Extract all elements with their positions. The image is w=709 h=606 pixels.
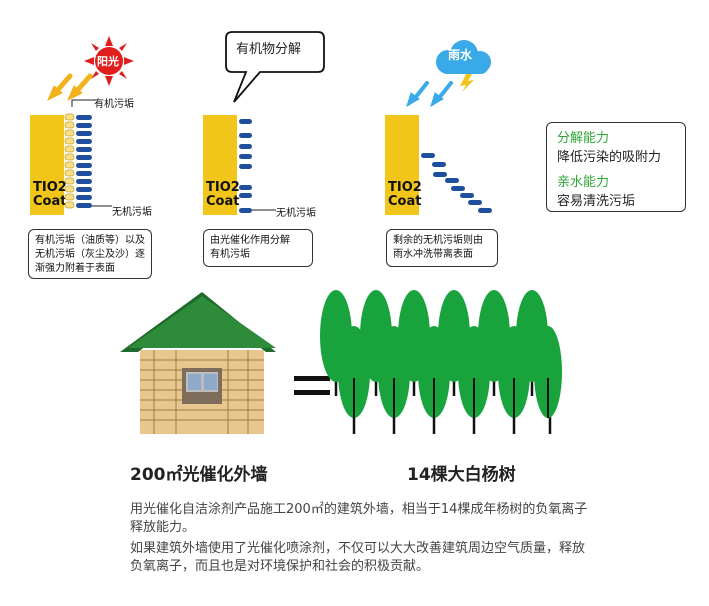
house-illustration — [120, 292, 276, 434]
panel-3-caption: 剩余的无机污垢则由 雨水冲洗带离表面 — [386, 229, 498, 267]
tio2-coat-layer — [203, 115, 237, 215]
panel-2-caption: 由光催化作用分解 有机污垢 — [203, 229, 313, 267]
hydrophilic-text: 容易清洗污垢 — [557, 194, 636, 209]
bubble-text: 有机物分解 — [236, 42, 302, 57]
sun-label: 阳光 — [97, 55, 119, 68]
coat-label: TIO2 Coat — [388, 180, 422, 209]
rain-cloud-icon — [436, 40, 491, 92]
inorganic-dirt — [433, 172, 447, 177]
rain-arrows-icon — [406, 81, 453, 108]
panel-1-caption: 有机污垢（油质等）以及 无机污垢（灰尘及沙）逐 渐强力附着于表面 — [28, 229, 152, 279]
description-paragraph-1: 用光催化自洁涂剂产品施工200㎡的建筑外墙，相当于14棵成年杨树的负氧离子释放能… — [130, 502, 588, 535]
inorganic-dirt — [76, 171, 92, 176]
inorganic-dirt — [76, 147, 92, 152]
info-box: 分解能力 降低污染的吸附力 亲水能力 容易清洗污垢 — [546, 122, 686, 212]
organic-dirt-label: 有机污垢 — [94, 99, 134, 110]
speech-bubble — [225, 31, 325, 103]
inorganic-dirt — [478, 208, 492, 213]
inorganic-dirt — [460, 193, 474, 198]
inorganic-dirt — [239, 133, 252, 138]
tio2-coat-layer — [385, 115, 419, 215]
sunlight-arrows-icon — [47, 73, 93, 102]
inorganic-dirt — [451, 186, 465, 191]
decompose-text: 降低污染的吸附力 — [557, 150, 662, 165]
equals-sign-bar — [294, 376, 330, 381]
inorganic-dirt — [239, 208, 252, 213]
inorganic-dirt — [421, 153, 435, 158]
equals-sign-bar — [294, 390, 330, 395]
organic-dirt-layer — [64, 113, 75, 209]
inorganic-dirt — [76, 155, 92, 160]
tio2-coat-layer — [30, 115, 64, 215]
inorganic-dirt — [239, 119, 252, 124]
inorganic-dirt — [76, 123, 92, 128]
inorganic-dirt-label: 无机污垢 — [276, 208, 316, 219]
inorganic-dirt — [76, 187, 92, 192]
sun-icon — [84, 36, 134, 86]
inorganic-dirt — [432, 162, 446, 167]
inorganic-dirt — [239, 164, 252, 169]
house-label: 200㎡光催化外墙 — [130, 465, 268, 485]
hydrophilic-title: 亲水能力 — [557, 175, 610, 190]
inorganic-dirt — [468, 200, 482, 205]
coat-label: TIO2 Coat — [206, 180, 240, 209]
trees-label: 14棵大白杨树 — [407, 465, 516, 485]
inorganic-dirt — [76, 139, 92, 144]
decompose-title: 分解能力 — [557, 131, 610, 146]
inorganic-dirt — [239, 185, 252, 190]
leader-line — [92, 205, 112, 207]
description-paragraph-2: 如果建筑外墙使用了光催化喷涂剂，不仅可以大大改善建筑周边空气质量，释放负氧离子，… — [130, 541, 586, 574]
inorganic-dirt — [445, 178, 459, 183]
inorganic-dirt — [76, 203, 92, 208]
coat-label: TIO2 Coat — [33, 180, 67, 209]
leader-line — [71, 99, 96, 107]
inorganic-dirt — [76, 163, 92, 168]
inorganic-dirt — [76, 131, 92, 136]
inorganic-dirt — [76, 195, 92, 200]
inorganic-dirt — [239, 154, 252, 159]
inorganic-dirt — [239, 193, 252, 198]
leader-line — [252, 209, 276, 211]
cloud-label: 雨水 — [448, 48, 473, 62]
inorganic-dirt — [239, 144, 252, 149]
inorganic-dirt-label: 无机污垢 — [112, 207, 152, 218]
inorganic-dirt — [76, 179, 92, 184]
inorganic-dirt — [76, 115, 92, 120]
poplar-trees-illustration — [320, 290, 562, 434]
